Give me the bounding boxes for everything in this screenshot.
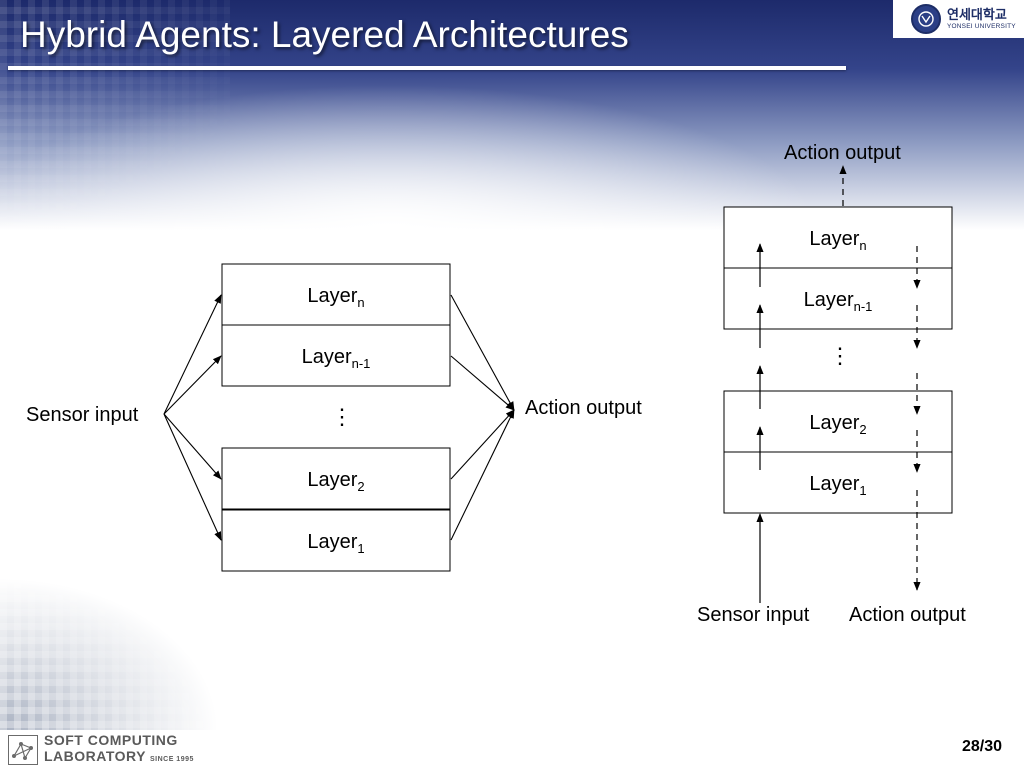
horizontal-layer-stack	[221, 263, 451, 572]
title-underline	[8, 66, 846, 70]
v-layer-box-n	[723, 206, 953, 269]
h-output-arrow-1	[450, 409, 515, 541]
h-layer-label-2: Layer2	[307, 469, 365, 494]
v-layer-label-n: Layern	[809, 228, 867, 253]
h-ellipsis: ⋮	[331, 404, 353, 429]
h-action-output-label: Action output	[525, 397, 642, 419]
v-layer-box-2	[723, 390, 953, 453]
h-input-arrow-n-1	[163, 355, 222, 415]
h-layer-label-n: Layern	[307, 285, 365, 310]
h-layer-label-1: Layer1	[307, 531, 365, 556]
v-sensor-input-label: Sensor input	[697, 604, 810, 626]
v-layer-box-1	[723, 451, 953, 514]
v-layer-label-1: Layer1	[809, 473, 867, 498]
v-bottom-action-output-label: Action output	[849, 604, 966, 626]
footer-pattern	[0, 560, 230, 730]
slide-title: Hybrid Agents: Layered Architectures	[20, 14, 629, 55]
h-layer-box-n	[221, 263, 451, 326]
h-layer-box-2	[221, 447, 451, 510]
lab-since: SINCE 1995	[149, 756, 194, 763]
h-input-arrow-2	[163, 413, 222, 480]
h-input-arrow-n	[163, 294, 222, 415]
v-ellipsis: ⋮	[829, 343, 851, 368]
university-name-english: YONSEI UNIVERSITY	[947, 23, 1016, 30]
page-number: 28/30	[962, 738, 1003, 755]
v-layer-label-n-1: Layern-1	[803, 289, 873, 314]
h-layer-box-n-1	[221, 324, 451, 387]
h-layer-label-n-1: Layern-1	[301, 346, 371, 371]
university-seal-icon	[911, 4, 941, 34]
h-sensor-input-label: Sensor input	[26, 404, 139, 426]
v-top-action-output-label: Action output	[784, 142, 901, 164]
network-graph-icon	[8, 735, 38, 765]
university-name-korean: 연세대학교	[947, 7, 1007, 22]
header-pattern	[0, 0, 230, 230]
lab-name-line1: SOFT COMPUTING	[44, 732, 178, 748]
v-layer-box-n-1	[723, 267, 953, 330]
vertical-layer-stack	[723, 206, 953, 514]
h-output-arrow-2	[450, 409, 515, 480]
university-logo: 연세대학교 YONSEI UNIVERSITY	[893, 0, 1024, 38]
h-output-arrow-n-1	[450, 355, 515, 411]
header-background	[0, 0, 1024, 230]
h-layer-box-1	[221, 509, 451, 572]
h-input-arrow-1	[163, 413, 222, 541]
h-output-arrow-n	[450, 294, 515, 411]
v-layer-label-2: Layer2	[809, 412, 867, 437]
